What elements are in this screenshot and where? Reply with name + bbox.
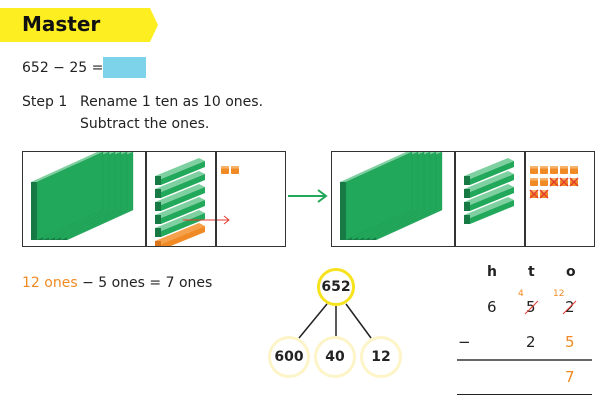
ten-rod-end <box>155 215 161 224</box>
hundred-flat-top <box>340 152 412 182</box>
ones-sentence: 12 ones − 5 ones = 7 ones <box>22 275 212 291</box>
one-cube-top <box>530 166 538 169</box>
base-ten-blocks-before <box>31 151 239 250</box>
bond-whole: 652 <box>317 268 355 306</box>
ten-rod <box>470 200 514 224</box>
hundred-flat-top <box>31 152 103 182</box>
ten-rod <box>470 161 514 185</box>
bond-lines <box>298 303 372 339</box>
place-value-after <box>331 151 595 247</box>
one-cube-top <box>570 178 578 181</box>
ten-rod-end <box>155 228 161 237</box>
hundred-flat-side <box>340 182 346 240</box>
ten-rod <box>161 174 205 198</box>
header-o: o <box>566 264 576 280</box>
one-cube-top <box>540 190 548 193</box>
move-arrow-head <box>223 215 230 225</box>
arrow-right-icon <box>288 189 328 203</box>
one-cube-top <box>540 178 548 181</box>
ten-rod-end <box>155 202 161 211</box>
ten-rod-top <box>155 223 205 244</box>
ten-rod-top <box>155 197 205 218</box>
answer-box[interactable] <box>103 57 146 78</box>
hundred-flat <box>36 151 104 241</box>
result-o: 7 <box>565 368 575 386</box>
ten-rod-top <box>464 197 514 218</box>
equation-text: 652 − 25 = <box>22 60 104 76</box>
bond-part-hundreds: 600 <box>268 336 310 378</box>
one-cube-top <box>221 166 229 169</box>
ten-rod <box>161 226 205 250</box>
ten-rod-top <box>155 158 205 179</box>
master-banner: Master <box>0 8 158 42</box>
ten-rod-end <box>155 176 161 185</box>
ten-rod-end <box>464 189 470 198</box>
one-cube-top <box>560 166 568 169</box>
ten-rod <box>161 200 205 224</box>
one-cube-top <box>550 166 558 169</box>
ten-rod-top <box>155 210 205 231</box>
ten-rod-top <box>155 171 205 192</box>
sum-line <box>457 359 592 361</box>
bond-part-ones: 12 <box>360 336 402 378</box>
base-ten-blocks-after <box>340 151 579 241</box>
cross-mark <box>529 189 539 199</box>
ten-rod <box>161 161 205 185</box>
digit-t-crossed: 5 <box>526 298 536 316</box>
ten-rod-end <box>464 176 470 185</box>
regroup-ones: 12 <box>553 289 565 299</box>
ten-rod <box>161 213 205 237</box>
ten-rod-top <box>464 158 514 179</box>
cross-mark <box>549 177 559 187</box>
cross-mark <box>569 177 579 187</box>
cross-mark <box>539 189 549 199</box>
place-value-before <box>22 151 286 250</box>
strike-marks <box>524 300 577 315</box>
one-cube-top <box>550 178 558 181</box>
sentence-rest: − 5 ones = 7 ones <box>82 275 213 291</box>
ten-rod-end <box>155 189 161 198</box>
one-cube-top <box>570 166 578 169</box>
one-cube-top <box>231 166 239 169</box>
step-label: Step 1 <box>22 94 68 110</box>
subtrahend-o: 5 <box>565 333 575 351</box>
one-cube-top <box>560 178 568 181</box>
ten-rod <box>470 174 514 198</box>
header-t: t <box>528 264 535 280</box>
ten-rod-end <box>464 215 470 224</box>
one-cube-top <box>530 178 538 181</box>
ten-rod-top <box>155 184 205 205</box>
ten-rod <box>470 187 514 211</box>
minus-sign: − <box>458 333 471 351</box>
ten-rod-top <box>464 171 514 192</box>
regroup-tens: 4 <box>518 289 524 299</box>
header-h: h <box>487 264 497 280</box>
one-cube-top <box>540 166 548 169</box>
one-cube-top <box>530 190 538 193</box>
cross-mark <box>559 177 569 187</box>
bottom-line <box>457 394 592 395</box>
banner-title: Master <box>22 12 101 36</box>
bond-part-tens: 40 <box>314 336 356 378</box>
subtrahend-t: 2 <box>526 333 536 351</box>
ten-rod-top <box>464 184 514 205</box>
step-line-1: Rename 1 ten as 10 ones. <box>80 94 264 110</box>
sentence-highlight: 12 ones <box>22 275 78 291</box>
ten-rod-end <box>464 202 470 211</box>
digit-h: 6 <box>487 298 497 316</box>
hundred-flat-side <box>31 182 37 240</box>
hundred-flat <box>345 151 413 241</box>
ten-rod-end <box>155 241 161 250</box>
step-line-2: Subtract the ones. <box>80 116 210 132</box>
ten-rod <box>161 187 205 211</box>
